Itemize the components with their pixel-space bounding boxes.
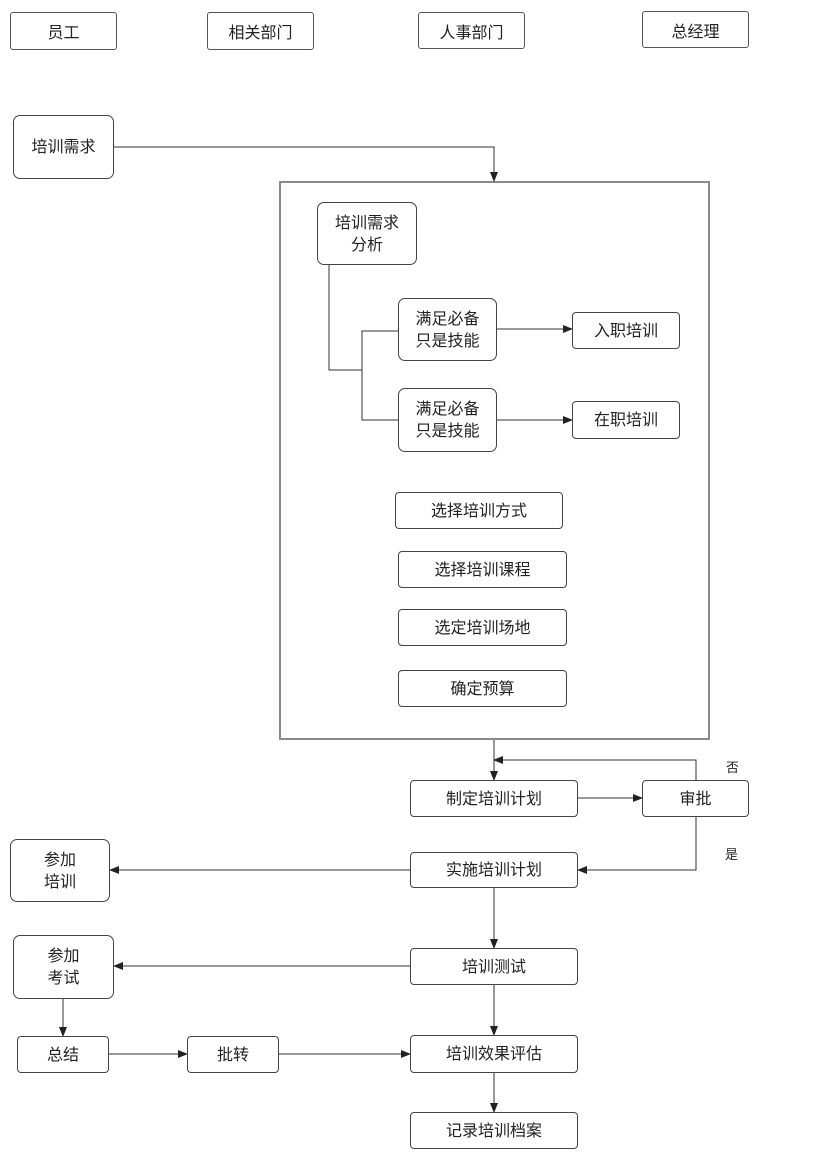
node-implement-plan: 实施培训计划	[410, 852, 578, 888]
edge-analysis-branch-2	[361, 370, 398, 421]
node-forward: 批转	[187, 1036, 279, 1073]
analysis-group-container	[279, 181, 710, 740]
node-attend-exam: 参加 考试	[13, 935, 114, 999]
edge-approve-no	[493, 756, 697, 780]
node-choose-venue: 选定培训场地	[398, 609, 567, 646]
lane-employee: 员工	[10, 12, 117, 50]
node-choose-method: 选择培训方式	[395, 492, 563, 529]
node-need-analysis: 培训需求 分析	[317, 202, 417, 265]
node-meets-skills-1: 满足必备 只是技能	[398, 298, 497, 361]
edge-need-to-group	[114, 146, 498, 182]
edge-approve-yes	[577, 817, 697, 874]
lane-hr-dept: 人事部门	[418, 12, 525, 49]
node-onjob-training: 在职培训	[572, 401, 680, 439]
node-record-archive: 记录培训档案	[410, 1112, 578, 1149]
node-set-budget: 确定预算	[398, 670, 567, 707]
edge-analysis-branch	[328, 265, 398, 371]
edge-label-yes: 是	[725, 848, 739, 863]
node-meets-skills-2: 满足必备 只是技能	[398, 388, 497, 452]
node-choose-course: 选择培训课程	[398, 551, 567, 588]
lane-gm: 总经理	[642, 11, 749, 48]
lane-related-dept: 相关部门	[207, 12, 314, 50]
node-onboarding-training: 入职培训	[572, 312, 680, 349]
node-attend-training: 参加 培训	[10, 839, 110, 902]
node-evaluate: 培训效果评估	[410, 1035, 578, 1073]
edge-label-no: 否	[726, 761, 740, 776]
node-summary: 总结	[17, 1036, 109, 1073]
node-make-plan: 制定培训计划	[410, 780, 578, 817]
node-training-test: 培训测试	[410, 948, 578, 985]
node-training-need: 培训需求	[13, 115, 114, 179]
node-approve: 审批	[642, 780, 749, 817]
